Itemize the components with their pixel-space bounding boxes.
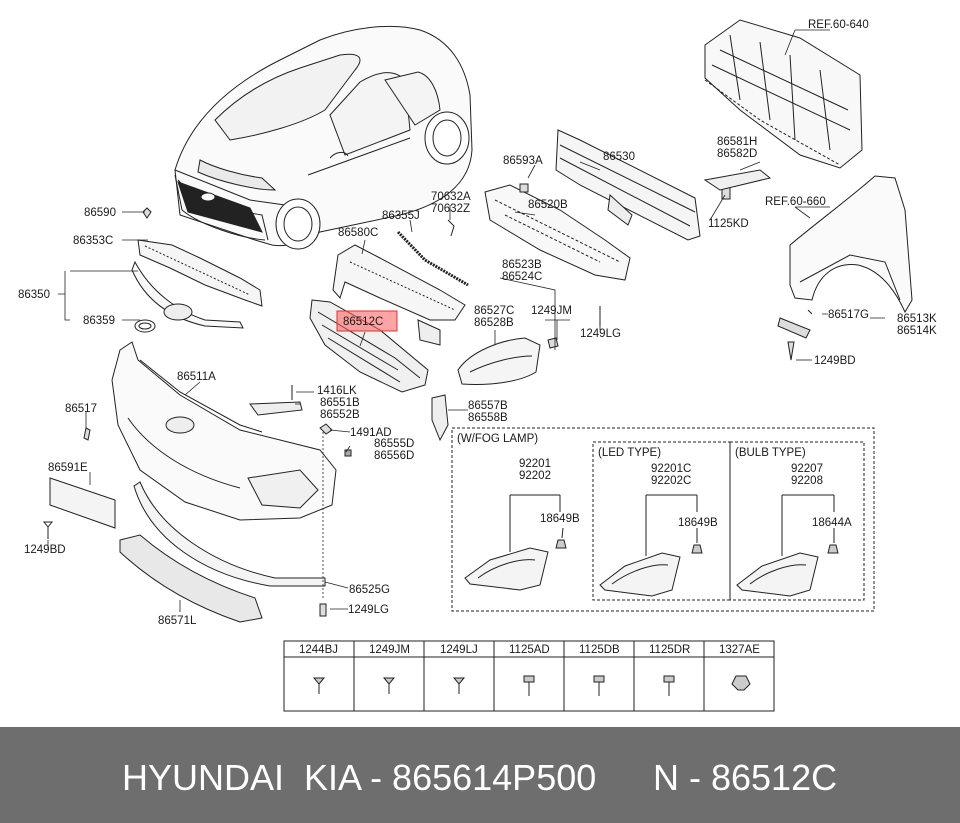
- upper-bracket: [332, 244, 466, 346]
- part-number-banner: HYUNDAI KIA - 865614P500 N - 86512C: [0, 727, 960, 823]
- table-header-1125db: 1125DB: [579, 644, 620, 656]
- label-86517G: 86517G: [828, 309, 869, 321]
- label-86590: 86590: [84, 207, 116, 219]
- plate-bracket: [49, 477, 116, 529]
- table-header-1125dr: 1125DR: [649, 644, 690, 656]
- label-1249JM: 1249JM: [531, 305, 572, 317]
- label-86593A: 86593A: [503, 155, 543, 167]
- label-1249BD-right: 1249BD: [814, 355, 856, 367]
- part-labels: REF.60-640 REF.60-660 86590 86353C 86350…: [18, 19, 937, 656]
- label-86530: 86530: [603, 151, 635, 163]
- fog-part-2: 92202: [519, 470, 551, 482]
- label-86513K: 86513K: [897, 313, 937, 325]
- bumper-beam: [555, 129, 701, 241]
- label-86523B: 86523B: [502, 259, 542, 271]
- label-86517: 86517: [65, 403, 97, 415]
- label-86556D: 86556D: [374, 450, 414, 462]
- label-1249LG-bottom: 1249LG: [348, 604, 389, 616]
- led-type-title: (LED TYPE): [598, 447, 661, 459]
- table-header-1244bj: 1244BJ: [299, 644, 338, 656]
- fog-part-1: 92201: [519, 458, 551, 470]
- label-86525G: 86525G: [349, 584, 390, 596]
- front-bumper-cover: [111, 341, 337, 521]
- bulb-type-title: (BULB TYPE): [735, 447, 806, 459]
- label-86514K: 86514K: [897, 325, 937, 337]
- label-86580C: 86580C: [338, 227, 378, 239]
- label-1249BD-left: 1249BD: [24, 544, 66, 556]
- car-illustration: [174, 25, 473, 250]
- table-header-1125ad: 1125AD: [509, 644, 550, 656]
- label-86555D: 86555D: [374, 438, 414, 450]
- table-header-1327ae: 1327AE: [719, 644, 760, 656]
- label-86350: 86350: [18, 289, 50, 301]
- bulb-bulb: 18644A: [812, 517, 852, 529]
- label-86520B: 86520B: [528, 199, 568, 211]
- bulb-part-2: 92208: [791, 475, 823, 487]
- label-86353C: 86353C: [73, 235, 113, 247]
- fog-lamp-box: [451, 427, 875, 612]
- fog-box-title: (W/FOG LAMP): [457, 433, 538, 445]
- radiator-support: [704, 19, 863, 169]
- ref-660: REF.60-660: [765, 196, 826, 208]
- energy-absorber: [484, 184, 631, 281]
- label-86528B: 86528B: [474, 317, 514, 329]
- label-86558B: 86558B: [468, 412, 508, 424]
- highlight-box: [336, 310, 398, 332]
- brand-part-number: HYUNDAI KIA - 865614P500: [122, 757, 597, 798]
- label-86359: 86359: [83, 315, 115, 327]
- parts-diagram: REF.60-640 REF.60-660 86590 86353C 86350…: [18, 19, 937, 712]
- table-header-1249jm: 1249JM: [369, 644, 410, 656]
- label-86591E: 86591E: [48, 462, 88, 474]
- label-86512C: 86512C: [343, 316, 383, 328]
- ref-640: REF.60-640: [808, 19, 869, 31]
- label-86557B: 86557B: [468, 400, 508, 412]
- label-1249LG-top: 1249LG: [580, 328, 621, 340]
- label-1416LK: 1416LK: [317, 385, 357, 397]
- fender: [789, 175, 913, 314]
- diagram-part-number: N - 86512C: [653, 757, 838, 798]
- leader-lines: [47, 29, 885, 612]
- table-header-1249lj: 1249LJ: [440, 644, 478, 656]
- label-86527C: 86527C: [474, 305, 514, 317]
- fog-lamp-cover: [431, 337, 541, 442]
- strip-86355j: [396, 230, 469, 287]
- label-86571L: 86571L: [158, 615, 197, 627]
- skid-86571l: [119, 534, 263, 623]
- upper-grille: [131, 207, 263, 333]
- label-86582D: 86582D: [717, 148, 757, 160]
- label-70632A: 70632A: [431, 191, 471, 203]
- label-86551B: 86551B: [320, 397, 360, 409]
- led-part-1: 92201C: [651, 463, 691, 475]
- label-1491AD: 1491AD: [350, 427, 392, 439]
- label-86524C: 86524C: [502, 271, 542, 283]
- fastener-table: [283, 640, 775, 712]
- label-86355J: 86355J: [382, 210, 420, 222]
- lip-86525g: [133, 481, 326, 587]
- led-part-2: 92202C: [651, 475, 691, 487]
- label-86581H: 86581H: [717, 136, 757, 148]
- fog-bulb: 18649B: [540, 513, 580, 525]
- label-86511A: 86511A: [177, 371, 216, 383]
- label-70632Z: 70632Z: [431, 203, 470, 215]
- led-bulb: 18649B: [678, 517, 718, 529]
- label-1125KD: 1125KD: [708, 218, 749, 230]
- bulb-part-1: 92207: [791, 463, 823, 475]
- label-86552B: 86552B: [320, 409, 360, 421]
